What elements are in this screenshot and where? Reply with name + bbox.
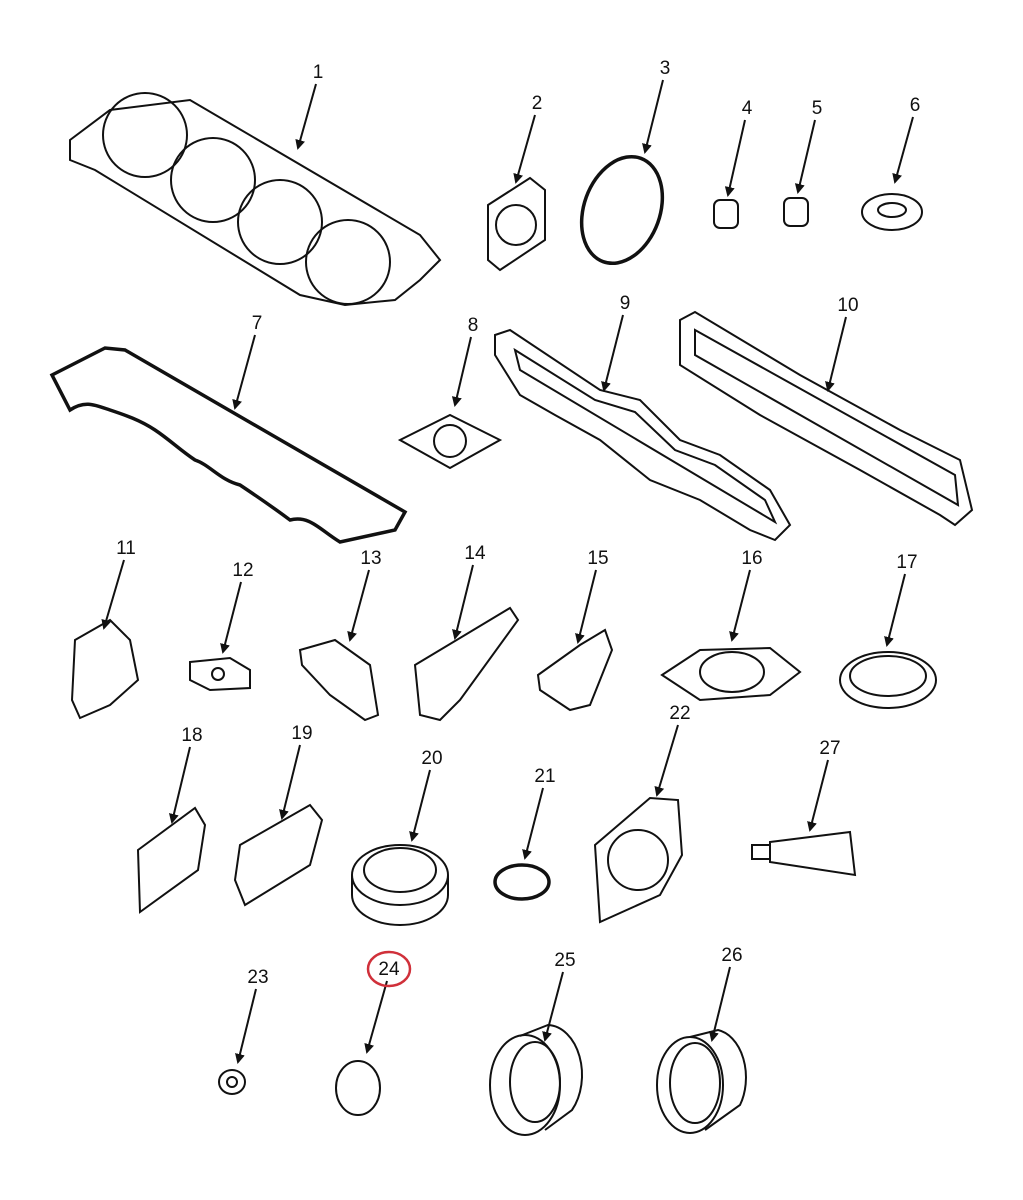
callout-5: 5 <box>812 98 823 119</box>
leader-arrow-22 <box>654 724 679 797</box>
part-18-gasket <box>136 806 207 914</box>
callout-16: 16 <box>741 548 762 569</box>
leader-arrow-21 <box>522 787 544 860</box>
callout-3: 3 <box>660 58 671 79</box>
part-4-seal <box>713 199 739 229</box>
highlight-circle <box>366 950 412 988</box>
leader-arrow-3 <box>642 79 664 154</box>
leader-arrow-9 <box>601 314 624 392</box>
callout-17: 17 <box>896 552 917 573</box>
leader-arrow-4 <box>724 119 746 197</box>
callout-13: 13 <box>360 548 381 569</box>
callout-26: 26 <box>721 945 742 966</box>
callout-8: 8 <box>468 315 479 336</box>
part-20-seal <box>351 844 449 926</box>
part-7-cover-gasket <box>49 346 408 544</box>
part-8-gasket <box>397 413 503 470</box>
part-27-sealant-tube <box>751 830 857 877</box>
leader-arrow-15 <box>575 569 597 644</box>
callout-10: 10 <box>837 295 858 316</box>
part-26-oil-seal <box>656 1028 747 1134</box>
leader-arrow-1 <box>295 83 317 150</box>
callout-23: 23 <box>247 967 268 988</box>
part-24-o-ring <box>335 1060 381 1116</box>
part-5-seal <box>783 197 809 227</box>
leader-arrow-24 <box>364 980 388 1054</box>
leader-arrow-19 <box>279 744 301 820</box>
part-6-washer <box>861 193 923 231</box>
callout-11: 11 <box>116 538 136 559</box>
leader-arrow-26 <box>709 966 731 1042</box>
part-23-washer <box>218 1069 246 1095</box>
leader-arrow-20 <box>409 769 431 842</box>
leader-arrow-11 <box>101 559 125 630</box>
leader-arrow-18 <box>169 746 191 824</box>
leader-arrow-7 <box>232 334 256 410</box>
callout-22: 22 <box>669 703 690 724</box>
part-15-gasket <box>536 628 614 712</box>
callout-24: 24 <box>378 959 400 980</box>
leader-arrow-14 <box>452 564 474 640</box>
callout-7: 7 <box>252 313 263 334</box>
leader-arrow-16 <box>729 569 751 642</box>
leader-arrow-6 <box>892 116 914 184</box>
part-2-gasket <box>487 176 546 272</box>
leader-arrow-8 <box>451 336 472 407</box>
callout-9: 9 <box>620 293 631 314</box>
leader-arrow-13 <box>347 569 370 642</box>
callout-20: 20 <box>421 748 442 769</box>
callout-1: 1 <box>313 62 324 83</box>
part-22-gasket <box>593 796 684 924</box>
callout-19: 19 <box>291 723 312 744</box>
leader-arrow-23 <box>235 988 257 1064</box>
leader-arrow-5 <box>794 119 816 194</box>
callout-6: 6 <box>910 95 921 116</box>
callout-15: 15 <box>587 548 608 569</box>
leader-arrow-27 <box>807 759 829 832</box>
leader-arrow-10 <box>825 316 847 392</box>
leader-arrow-17 <box>884 573 906 647</box>
callout-18: 18 <box>181 725 202 746</box>
callout-12: 12 <box>232 560 253 581</box>
part-17-ring <box>839 651 937 709</box>
callout-21: 21 <box>534 766 555 787</box>
leader-arrow-12 <box>220 581 242 654</box>
leader-arrow-25 <box>542 971 564 1042</box>
part-21-o-ring <box>493 863 551 901</box>
leader-arrow-2 <box>513 114 536 184</box>
part-9-manifold-gasket <box>494 328 792 542</box>
callout-4: 4 <box>742 98 753 119</box>
part-13-gasket <box>298 638 380 722</box>
callout-2: 2 <box>532 93 543 114</box>
callout-25: 25 <box>554 950 575 971</box>
part-1-head-gasket <box>69 92 442 307</box>
part-16-gasket <box>660 646 802 702</box>
callout-27: 27 <box>819 738 840 759</box>
part-11-gasket <box>70 618 140 720</box>
part-19-gasket <box>233 803 324 907</box>
part-3-o-ring <box>579 154 665 266</box>
part-25-oil-seal <box>489 1023 583 1136</box>
part-10-manifold-gasket <box>679 310 974 527</box>
callout-14: 14 <box>464 543 486 564</box>
part-12-gasket <box>189 656 251 692</box>
part-14-gasket <box>413 606 520 722</box>
